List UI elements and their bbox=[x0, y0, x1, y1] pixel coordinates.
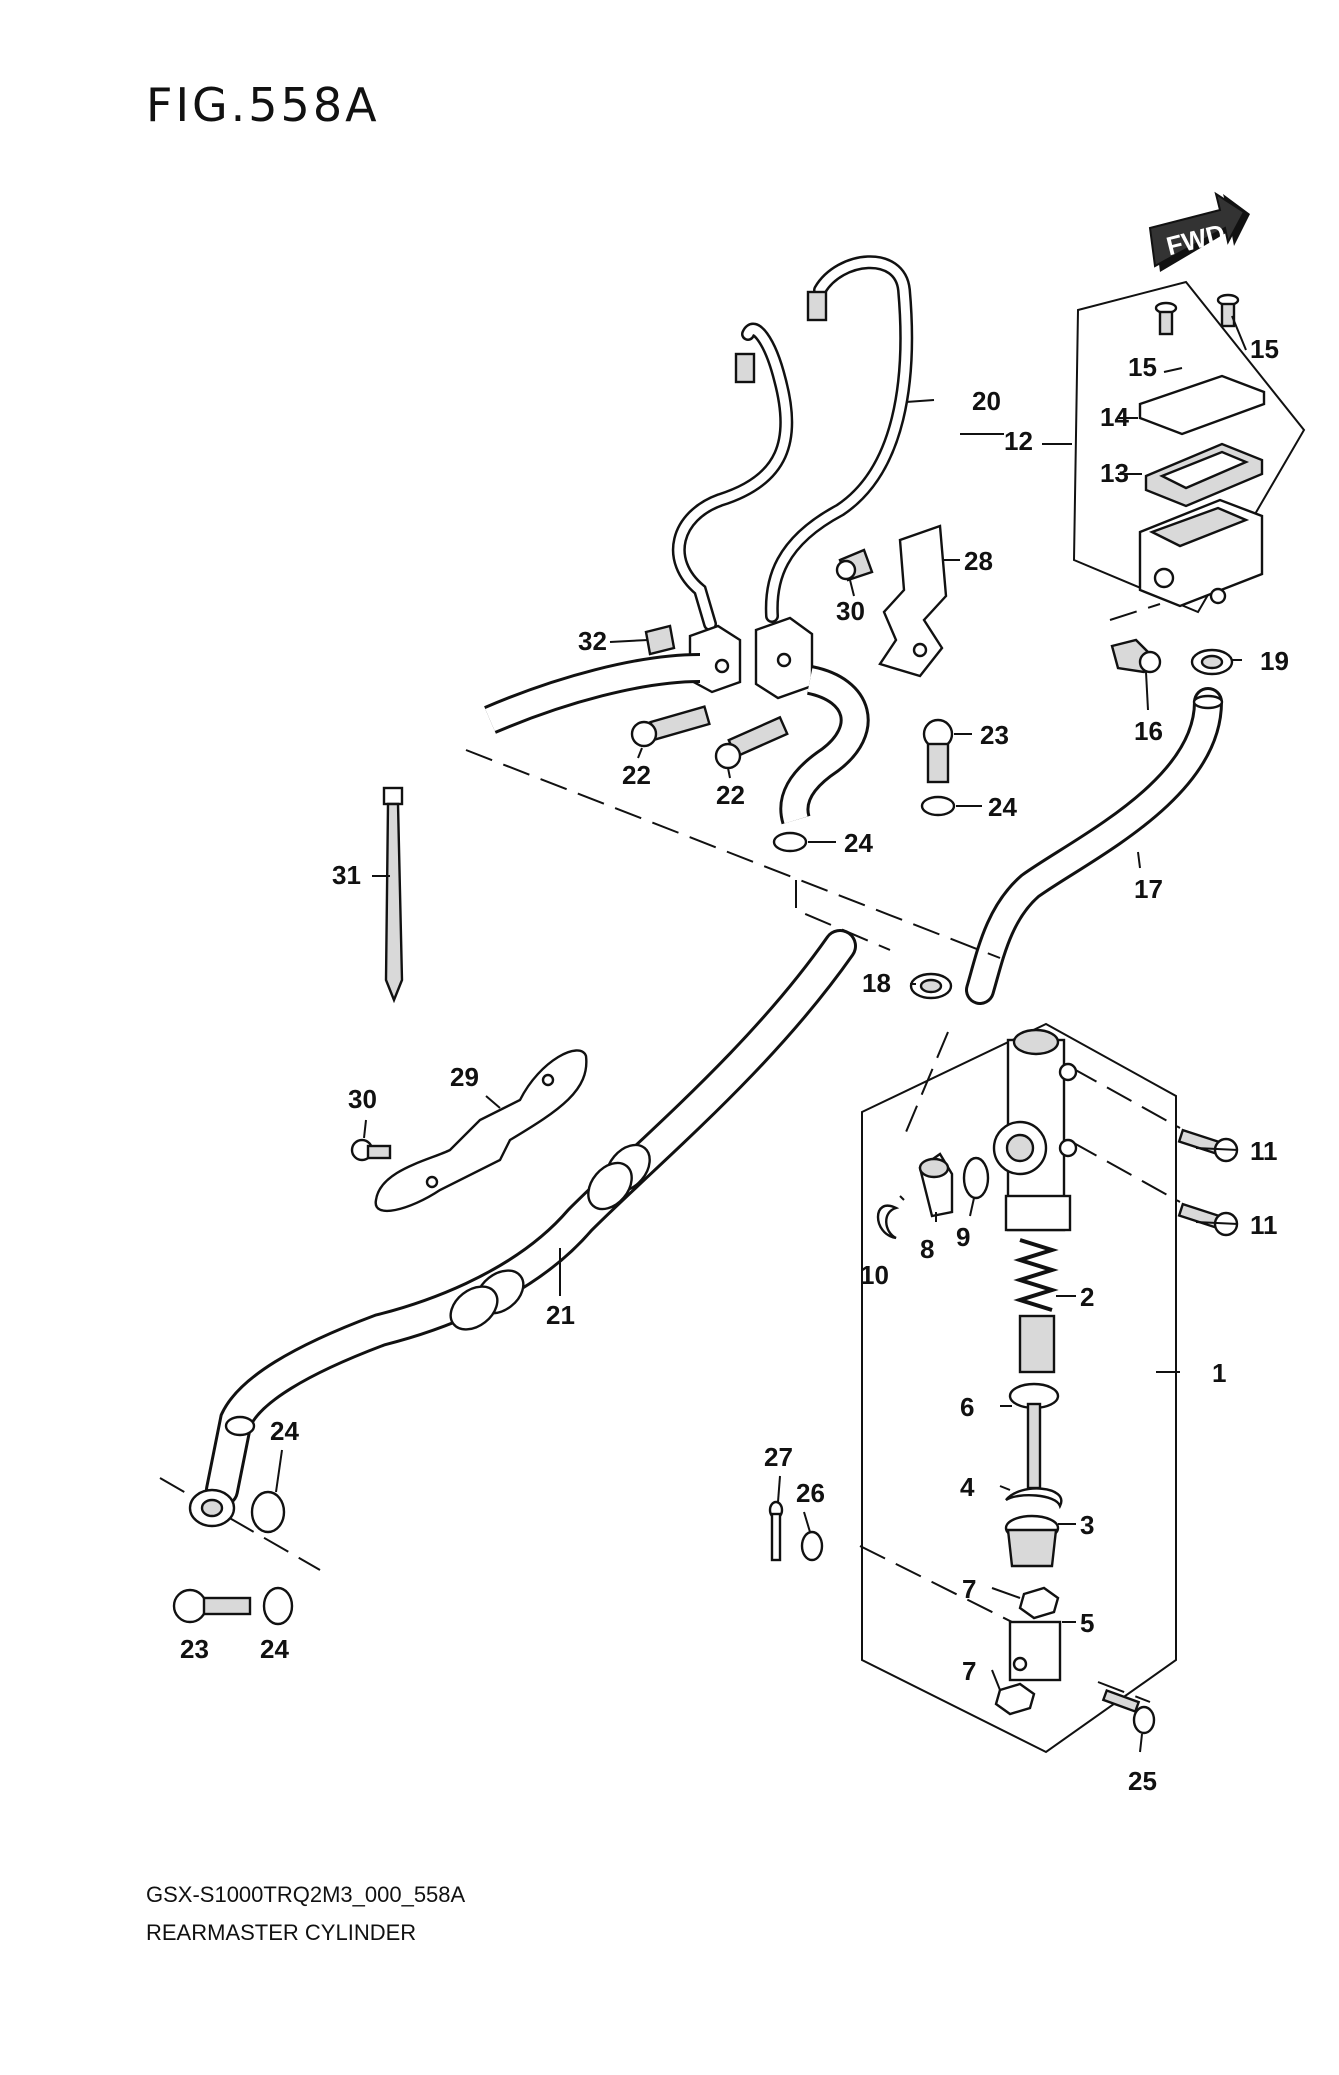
o-ring-9 bbox=[962, 1156, 990, 1200]
figure-caption: GSX-S1000TRQ2M3_000_558A REARMASTER CYLI… bbox=[146, 1876, 465, 1952]
callout-15-left: 15 bbox=[1128, 352, 1157, 382]
washer-24-lower-a bbox=[250, 1490, 286, 1534]
callout-4: 4 bbox=[960, 1472, 975, 1502]
hose-clamp-19 bbox=[1190, 648, 1234, 676]
washer-24-upper bbox=[920, 795, 956, 817]
banjo-fitting bbox=[188, 1488, 236, 1528]
callout-3: 3 bbox=[1080, 1510, 1094, 1540]
union-bolt-22-right bbox=[714, 715, 789, 770]
callout-10: 10 bbox=[860, 1260, 889, 1290]
washer-24-middle bbox=[772, 831, 808, 853]
assembly-name: REARMASTER CYLINDER bbox=[146, 1920, 417, 1945]
callout-28: 28 bbox=[964, 546, 993, 576]
push-rod-6 bbox=[1008, 1382, 1060, 1490]
callout-14: 14 bbox=[1100, 402, 1129, 432]
callout-18: 18 bbox=[862, 968, 891, 998]
hose-clamp-18 bbox=[909, 972, 953, 1000]
circlip-4 bbox=[1005, 1487, 1063, 1510]
screw-11-lower bbox=[1177, 1202, 1239, 1237]
callout-32: 32 bbox=[578, 626, 607, 656]
callout-22-right: 22 bbox=[716, 780, 745, 810]
callout-7-lower: 7 bbox=[962, 1656, 976, 1686]
callout-24-lower-a: 24 bbox=[270, 1416, 299, 1446]
figure-title: FIG.558A bbox=[146, 78, 380, 132]
callout-29: 29 bbox=[450, 1062, 479, 1092]
union-bolt-23-upper bbox=[922, 718, 954, 784]
callout-12: 12 bbox=[1004, 426, 1033, 456]
reservoir-body bbox=[1138, 498, 1264, 608]
pipe-fitting bbox=[734, 352, 756, 384]
bolt-30-upper bbox=[835, 548, 874, 582]
callout-27: 27 bbox=[764, 1442, 793, 1472]
callout-24-lower-b: 24 bbox=[260, 1634, 289, 1664]
bracket-28 bbox=[878, 524, 948, 678]
master-cylinder-frame bbox=[861, 1022, 1177, 1754]
callout-30-lower: 30 bbox=[348, 1084, 377, 1114]
callout-26: 26 bbox=[796, 1478, 825, 1508]
callout-2: 2 bbox=[1080, 1282, 1094, 1312]
cable-tie-31 bbox=[382, 786, 404, 1004]
washer-24-lower-b bbox=[262, 1586, 294, 1626]
connector-8 bbox=[918, 1152, 954, 1218]
callout-21: 21 bbox=[546, 1300, 575, 1330]
reservoir-screw-15-right bbox=[1216, 293, 1240, 328]
callout-9: 9 bbox=[956, 1222, 970, 1252]
callout-23-upper: 23 bbox=[980, 720, 1009, 750]
callout-24-upper: 24 bbox=[988, 792, 1017, 822]
nut-7-lower bbox=[994, 1682, 1036, 1716]
pipe-fitting bbox=[806, 290, 828, 322]
reservoir-cap-14 bbox=[1138, 374, 1266, 436]
junction-block bbox=[688, 616, 814, 700]
callout-6: 6 bbox=[960, 1392, 974, 1422]
callout-11-lower: 11 bbox=[1250, 1210, 1278, 1240]
callout-31: 31 bbox=[332, 860, 361, 890]
drawing-code: GSX-S1000TRQ2M3_000_558A bbox=[146, 1882, 466, 1907]
bracket-29 bbox=[374, 1049, 588, 1213]
callout-15-right: 15 bbox=[1250, 334, 1279, 364]
bolt-30-lower bbox=[350, 1138, 392, 1162]
spring-2 bbox=[1013, 1238, 1059, 1374]
boot-3 bbox=[1004, 1514, 1060, 1568]
callout-19: 19 bbox=[1260, 646, 1289, 676]
callout-7-upper: 7 bbox=[962, 1574, 976, 1604]
reservoir-bolt-16 bbox=[1110, 638, 1162, 674]
clevis-5 bbox=[1008, 1620, 1062, 1682]
union-bolt-22-left bbox=[630, 705, 711, 748]
callout-16: 16 bbox=[1134, 716, 1163, 746]
fwd-arrow-icon: FWD bbox=[1148, 191, 1250, 272]
master-cylinder-body bbox=[992, 1028, 1078, 1232]
callout-30-upper: 30 bbox=[836, 596, 865, 626]
callout-17: 17 bbox=[1134, 874, 1163, 904]
callout-24-middle: 24 bbox=[844, 828, 873, 858]
label-tag-32 bbox=[644, 624, 676, 656]
cotter-pin-27 bbox=[768, 1500, 784, 1562]
callout-8: 8 bbox=[920, 1234, 934, 1264]
screw-11-upper bbox=[1177, 1128, 1239, 1163]
callout-22-left: 22 bbox=[622, 760, 651, 790]
union-bolt-23-lower bbox=[172, 1588, 252, 1624]
circlip-10 bbox=[876, 1204, 900, 1240]
reservoir-screw-15-left bbox=[1154, 301, 1178, 336]
callout-20: 20 bbox=[972, 386, 1001, 416]
nut-7-upper bbox=[1018, 1586, 1060, 1620]
callout-1: 1 bbox=[1212, 1358, 1226, 1388]
reservoir-diaphragm-13 bbox=[1144, 442, 1264, 508]
leader-lines bbox=[275, 315, 1247, 1753]
callout-5: 5 bbox=[1080, 1608, 1094, 1638]
pin-25 bbox=[1101, 1688, 1156, 1735]
brake-hose-21 bbox=[205, 929, 857, 1507]
washer-26 bbox=[800, 1530, 824, 1562]
callout-11-upper: 11 bbox=[1250, 1136, 1278, 1166]
callout-25: 25 bbox=[1128, 1766, 1157, 1796]
callout-23-lower: 23 bbox=[180, 1634, 209, 1664]
callout-13: 13 bbox=[1100, 458, 1129, 488]
